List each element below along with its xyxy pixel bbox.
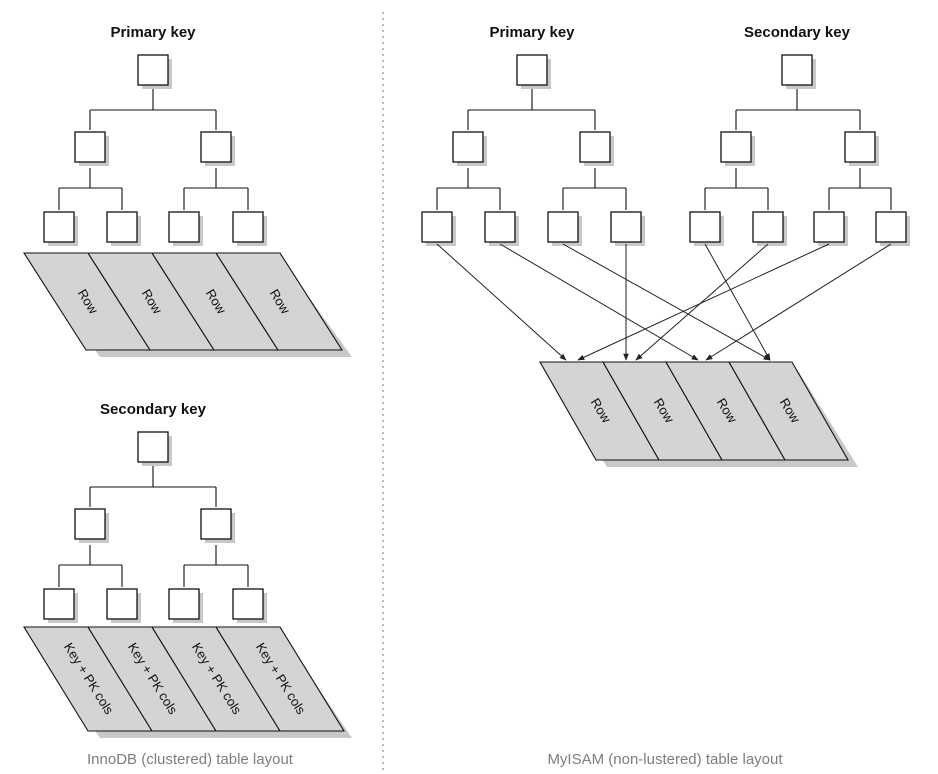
tree-node xyxy=(421,211,456,246)
tree-node xyxy=(689,211,724,246)
tree-node xyxy=(720,131,755,166)
row-pointer-arrows xyxy=(436,243,892,361)
tree-node xyxy=(781,54,816,89)
tree-node xyxy=(610,211,645,246)
myisam-primary-key-label: Primary key xyxy=(489,24,575,41)
tree-node xyxy=(137,54,172,89)
tree-node xyxy=(516,54,551,89)
myisam-row-table: Row Row Row Row xyxy=(539,361,858,467)
tree-node xyxy=(74,131,109,166)
myisam-secondary-tree: Secondary key xyxy=(689,24,910,246)
tree-node xyxy=(579,131,614,166)
innodb-primary-tree: Primary key Row Row Row Row xyxy=(22,24,352,357)
tree-node xyxy=(200,508,235,543)
tree-node xyxy=(106,588,141,623)
innodb-caption: InnoDB (clustered) table layout xyxy=(87,751,294,768)
tree-node xyxy=(844,131,879,166)
myisam-primary-tree: Primary key xyxy=(421,24,645,246)
tree-node xyxy=(547,211,582,246)
innodb-secondary-tree: Secondary key Key + PK cols Key + PK col… xyxy=(23,401,352,738)
tree-node xyxy=(452,131,487,166)
tree-node xyxy=(74,508,109,543)
tree-node xyxy=(232,211,267,246)
tree-node xyxy=(43,588,78,623)
tree-node xyxy=(484,211,519,246)
tree-node xyxy=(200,131,235,166)
tree-node xyxy=(875,211,910,246)
myisam-secondary-key-label: Secondary key xyxy=(744,24,851,41)
innodb-primary-key-label: Primary key xyxy=(110,24,196,41)
tree-node xyxy=(106,211,141,246)
tree-node xyxy=(168,588,203,623)
tree-node xyxy=(813,211,848,246)
tree-node xyxy=(752,211,787,246)
tree-node xyxy=(232,588,267,623)
innodb-secondary-key-label: Secondary key xyxy=(100,401,207,418)
tree-node xyxy=(168,211,203,246)
myisam-caption: MyISAM (non-lustered) table layout xyxy=(547,751,783,768)
tree-node xyxy=(43,211,78,246)
tree-node xyxy=(137,431,172,466)
